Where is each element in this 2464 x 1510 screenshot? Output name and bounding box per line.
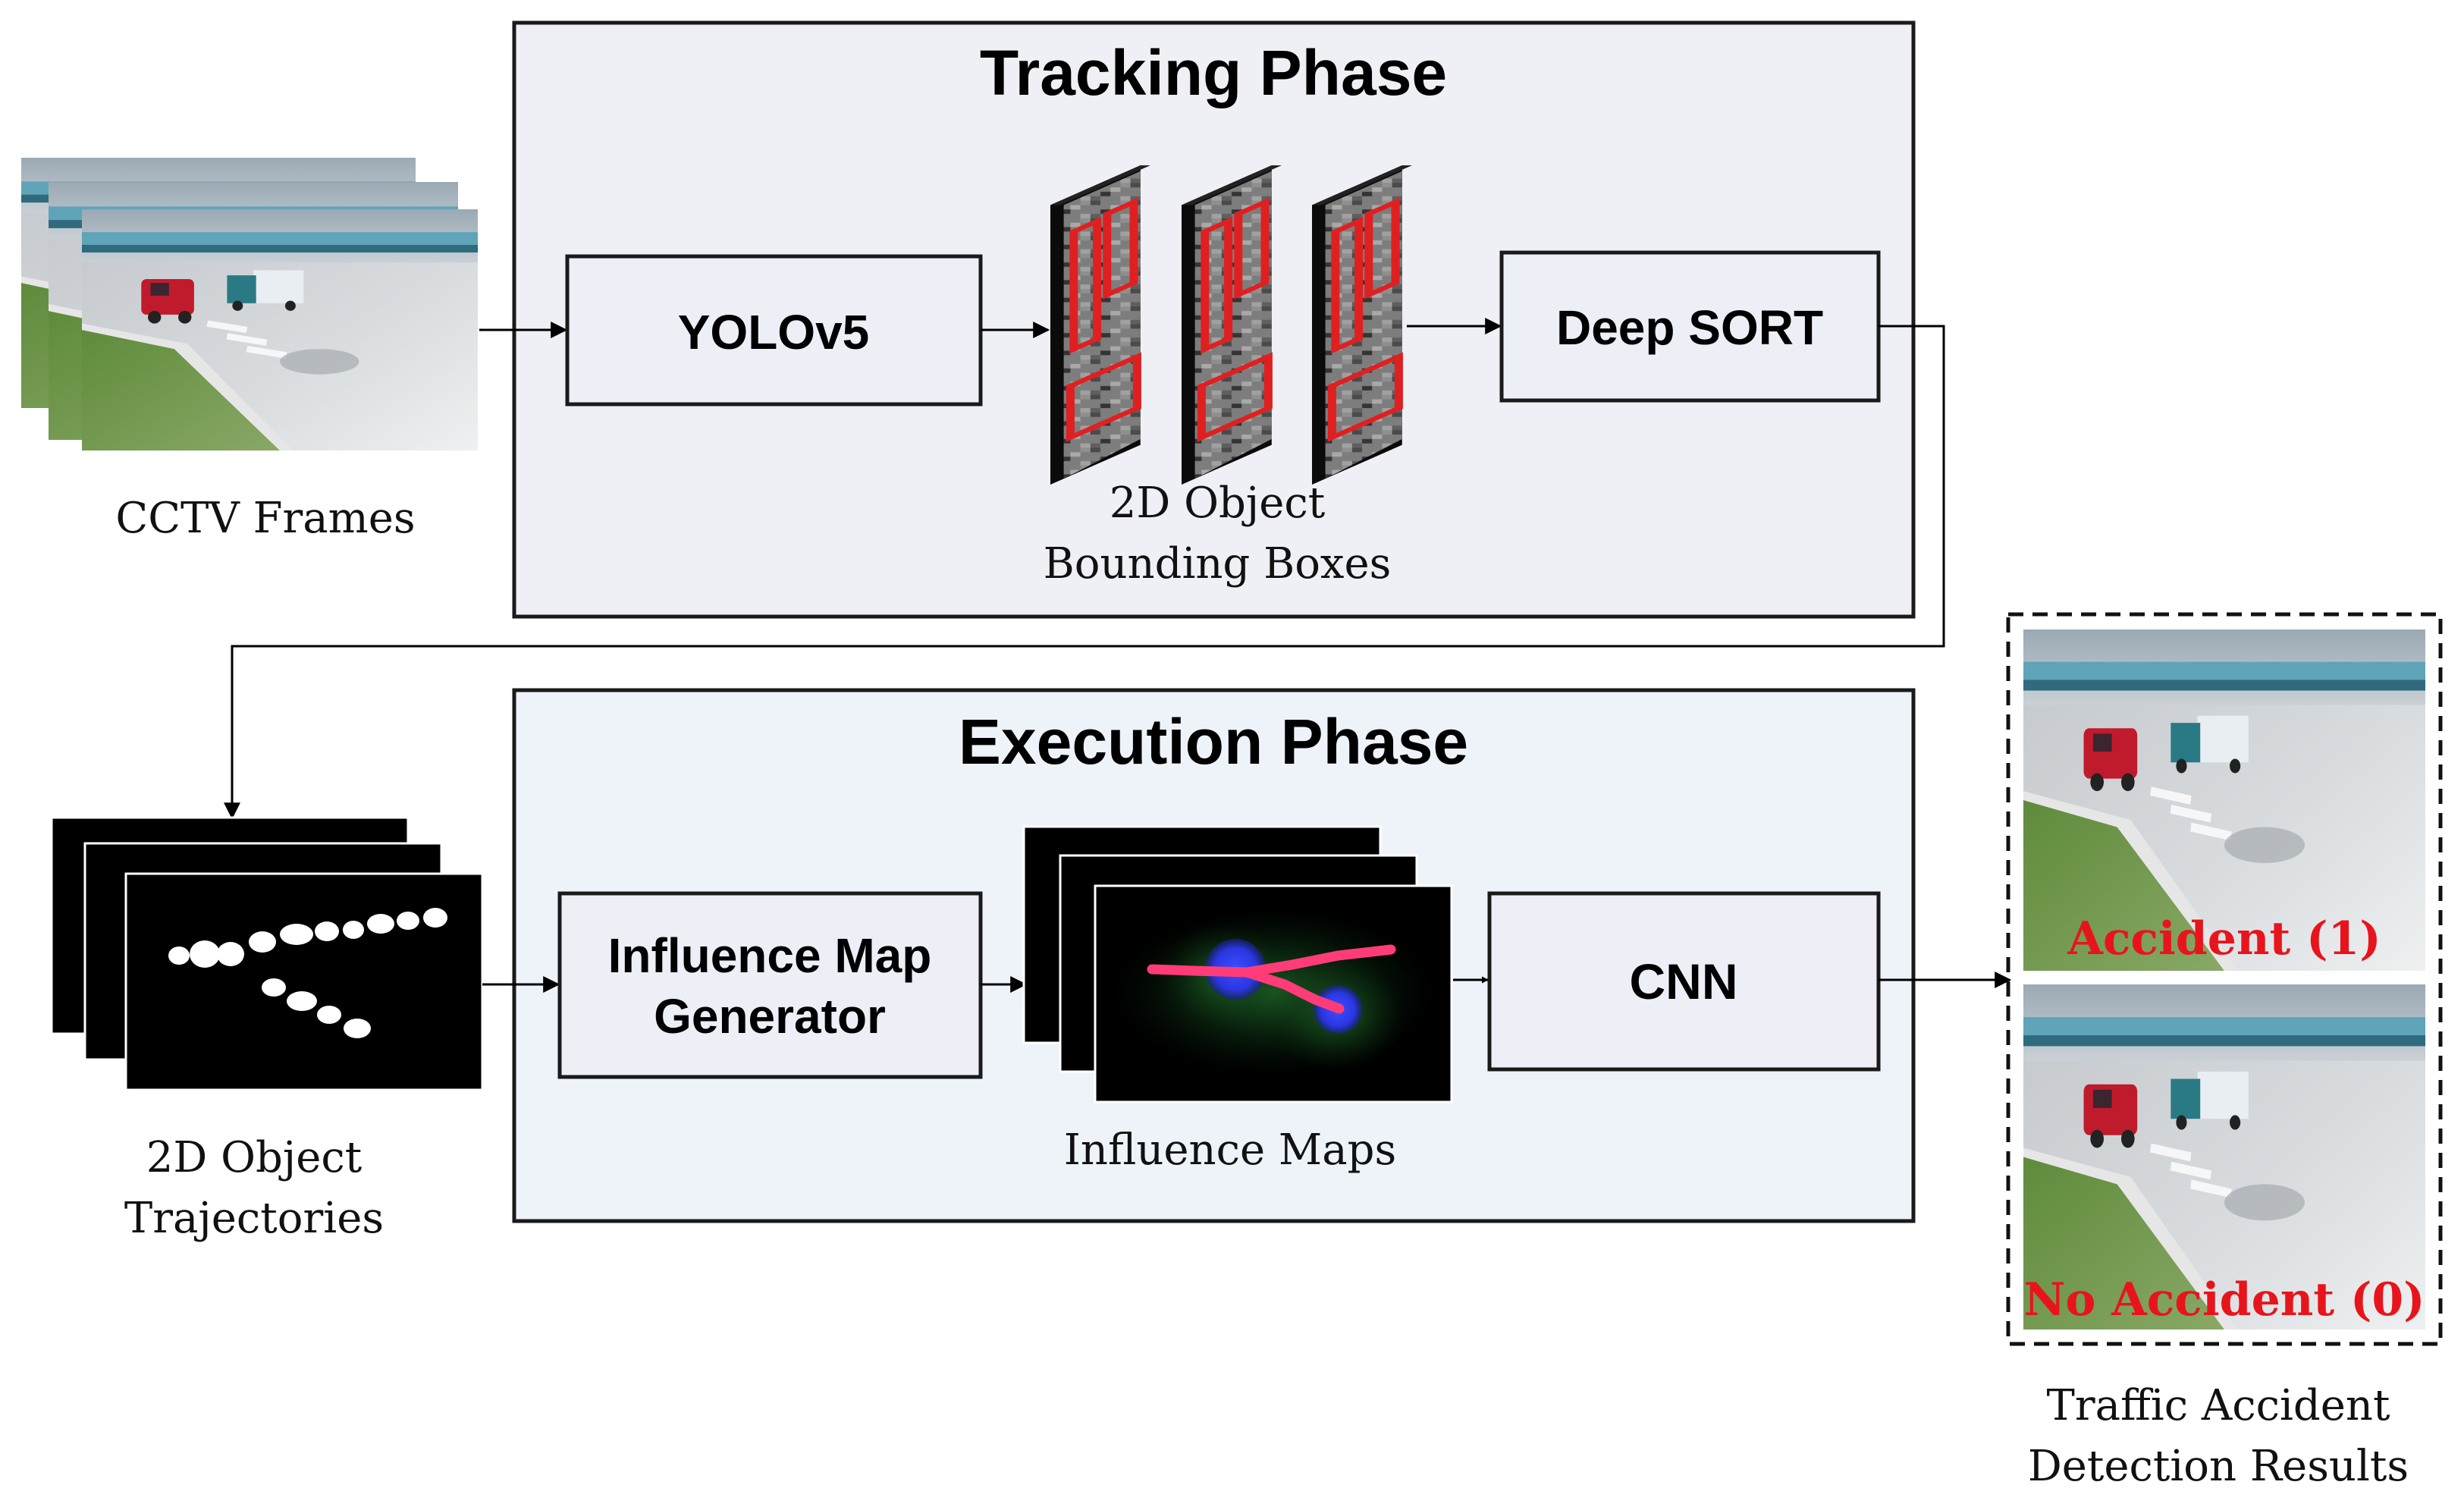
bbox-caption-line2: Bounding Boxes <box>1044 539 1392 589</box>
trajectory-frames-stack <box>50 816 484 1091</box>
cnn-box <box>1487 891 1881 1072</box>
trajectories-caption-line2: Trajectories <box>124 1194 384 1243</box>
cnn-label: CNN <box>1630 953 1738 1009</box>
results-caption-line1: Traffic Accident <box>2046 1381 2390 1430</box>
generator-label-line2: Generator <box>654 989 886 1044</box>
arrow-deepsort-to-trajectories <box>224 325 1945 820</box>
influence-maps-stack <box>1022 825 1453 1103</box>
cctv-frames-caption: CCTV Frames <box>115 494 415 543</box>
trajectories-caption-line1: 2D Object <box>146 1133 363 1182</box>
influence-map-generator-box <box>557 891 983 1079</box>
bbox-caption-line1: 2D Object <box>1110 479 1326 528</box>
cctv-frames-stack <box>21 158 478 450</box>
tracking-phase-title: Tracking Phase <box>980 37 1447 108</box>
influence-maps-caption: Influence Maps <box>1064 1125 1396 1175</box>
no-accident-label: No Accident (0) <box>2023 1273 2425 1326</box>
results-caption-line2: Detection Results <box>2028 1442 2409 1491</box>
accident-label: Accident (1) <box>2067 912 2381 965</box>
yolov5-label: YOLOv5 <box>678 305 870 359</box>
bounding-box-cards <box>1050 165 1412 485</box>
deepsort-box <box>1499 250 1881 403</box>
generator-label-line1: Influence Map <box>608 928 932 983</box>
execution-phase-title: Execution Phase <box>959 706 1468 777</box>
deepsort-label: Deep SORT <box>1556 300 1823 355</box>
yolov5-box <box>565 254 983 407</box>
